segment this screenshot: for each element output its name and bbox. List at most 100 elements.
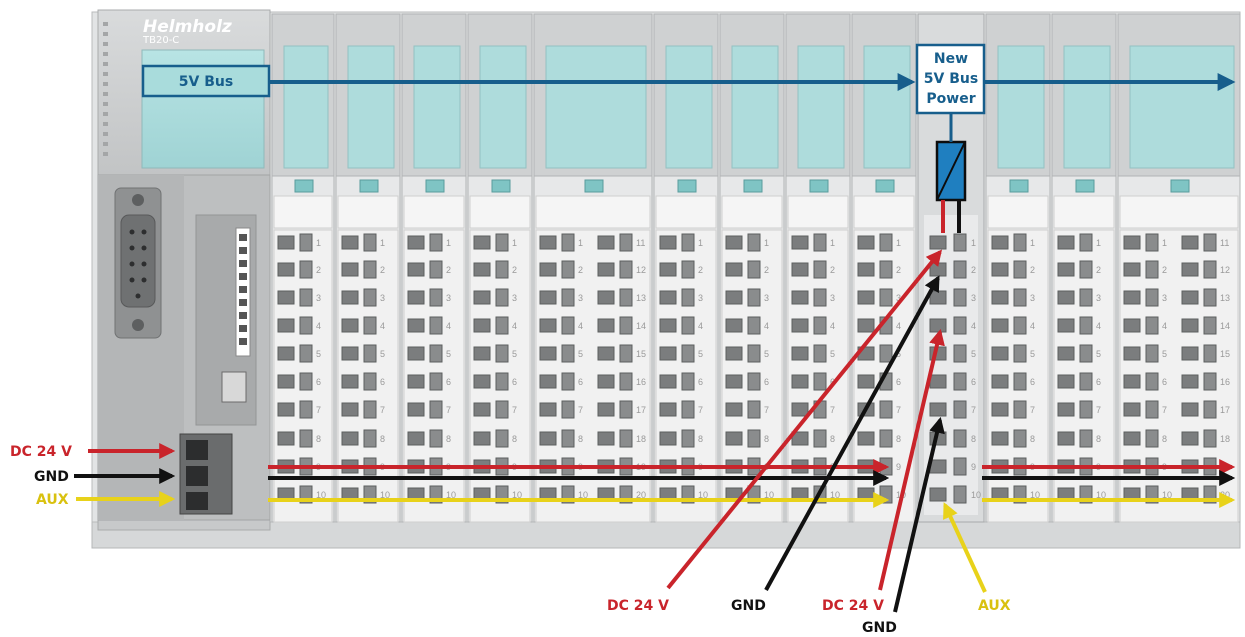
terminal-number: 2 xyxy=(1162,265,1167,275)
terminal-number: 15 xyxy=(1220,349,1230,359)
bottom-dc24-wire-b xyxy=(878,328,945,591)
terminal-number: 2 xyxy=(1030,265,1035,275)
terminal-number: 10 xyxy=(1162,490,1172,500)
terminal-number: 1 xyxy=(380,238,385,248)
terminal-number: 2 xyxy=(1096,265,1101,275)
bus-label: 5V Bus xyxy=(179,74,233,90)
terminal-number: 3 xyxy=(764,293,769,303)
terminal-number: 3 xyxy=(698,293,703,303)
io-module-rack: 1234567891012345678910123456789101234567… xyxy=(271,13,1241,523)
terminal-number: 3 xyxy=(446,293,451,303)
terminal-number: 3 xyxy=(896,293,901,303)
terminal-number: 5 xyxy=(1030,349,1035,359)
terminal-number: 6 xyxy=(1096,377,1101,387)
terminal-number: 5 xyxy=(316,349,321,359)
terminal-number: 17 xyxy=(1220,405,1230,415)
terminal-number: 12 xyxy=(636,265,646,275)
terminal-number: 8 xyxy=(1162,434,1167,444)
terminal-number: 4 xyxy=(316,321,321,331)
terminal-number: 4 xyxy=(1030,321,1035,331)
terminal-number: 3 xyxy=(971,293,976,303)
terminal-number: 9 xyxy=(971,462,976,472)
terminal-number: 3 xyxy=(1030,293,1035,303)
bottom-dc24-label-a: DC 24 V xyxy=(607,598,669,614)
terminal-number: 2 xyxy=(316,265,321,275)
bus-label-box xyxy=(141,64,271,98)
terminal-number: 1 xyxy=(764,238,769,248)
terminal-number: 5 xyxy=(512,349,517,359)
terminal-number: 4 xyxy=(446,321,451,331)
terminal-number: 1 xyxy=(578,238,583,248)
terminal-number: 10 xyxy=(316,490,326,500)
terminal-number: 4 xyxy=(896,321,901,331)
terminal-number: 15 xyxy=(636,349,646,359)
terminal-number: 7 xyxy=(1162,405,1167,415)
terminal-number: 6 xyxy=(446,377,451,387)
bottom-dc24-label-b: DC 24 V xyxy=(822,598,884,614)
terminal-number: 8 xyxy=(830,434,835,444)
terminal-number: 14 xyxy=(636,321,646,331)
terminal-number: 7 xyxy=(1030,405,1035,415)
terminal-number: 3 xyxy=(380,293,385,303)
terminal-number: 7 xyxy=(971,405,976,415)
new-bus-power-line3: Power xyxy=(926,91,975,107)
terminal-number: 10 xyxy=(1030,490,1040,500)
terminal-number: 4 xyxy=(698,321,703,331)
terminal-number: 4 xyxy=(1162,321,1167,331)
terminal-number: 3 xyxy=(1096,293,1101,303)
terminal-number: 6 xyxy=(764,377,769,387)
terminal-number: 2 xyxy=(971,265,976,275)
terminal-number: 2 xyxy=(380,265,385,275)
terminal-number: 16 xyxy=(636,377,646,387)
terminal-number: 8 xyxy=(446,434,451,444)
terminal-number: 7 xyxy=(1096,405,1101,415)
bottom-dc24-wire-a xyxy=(666,249,943,590)
terminal-number: 12 xyxy=(1220,265,1230,275)
terminal-number: 5 xyxy=(380,349,385,359)
terminal-number: 8 xyxy=(316,434,321,444)
head-module: Helmholz TB20-C xyxy=(97,9,271,531)
terminal-number: 3 xyxy=(1162,293,1167,303)
terminal-number: 2 xyxy=(446,265,451,275)
terminal-number: 1 xyxy=(316,238,321,248)
terminal-number: 6 xyxy=(1162,377,1167,387)
terminal-number: 11 xyxy=(636,238,645,248)
terminal-number: 16 xyxy=(1220,377,1230,387)
terminal-number: 8 xyxy=(896,434,901,444)
terminal-number: 8 xyxy=(698,434,703,444)
terminal-number: 1 xyxy=(512,238,517,248)
terminal-number: 10 xyxy=(380,490,390,500)
terminal-number: 13 xyxy=(1220,293,1230,303)
terminal-number: 1 xyxy=(971,238,976,248)
terminal-number: 7 xyxy=(830,405,835,415)
terminal-number: 8 xyxy=(1030,434,1035,444)
terminal-number: 6 xyxy=(971,377,976,387)
io-module: 1234567891011121314151617181920 xyxy=(1117,13,1241,523)
terminal-number: 10 xyxy=(512,490,522,500)
bottom-gnd-label-b: GND xyxy=(862,620,897,636)
terminal-number: 5 xyxy=(971,349,976,359)
terminal-number: 8 xyxy=(1096,434,1101,444)
terminal-number: 5 xyxy=(830,349,835,359)
terminal-number: 2 xyxy=(896,265,901,275)
terminal-number: 4 xyxy=(1096,321,1101,331)
bottom-gnd-wire-a xyxy=(764,275,940,591)
terminal-number: 2 xyxy=(764,265,769,275)
terminal-number: 5 xyxy=(446,349,451,359)
terminal-number: 14 xyxy=(1220,321,1230,331)
terminal-number: 7 xyxy=(380,405,385,415)
terminal-number: 10 xyxy=(971,490,981,500)
bottom-gnd-label-a: GND xyxy=(731,598,766,614)
terminal-number: 2 xyxy=(698,265,703,275)
terminal-number: 8 xyxy=(380,434,385,444)
terminal-number: 20 xyxy=(636,490,646,500)
